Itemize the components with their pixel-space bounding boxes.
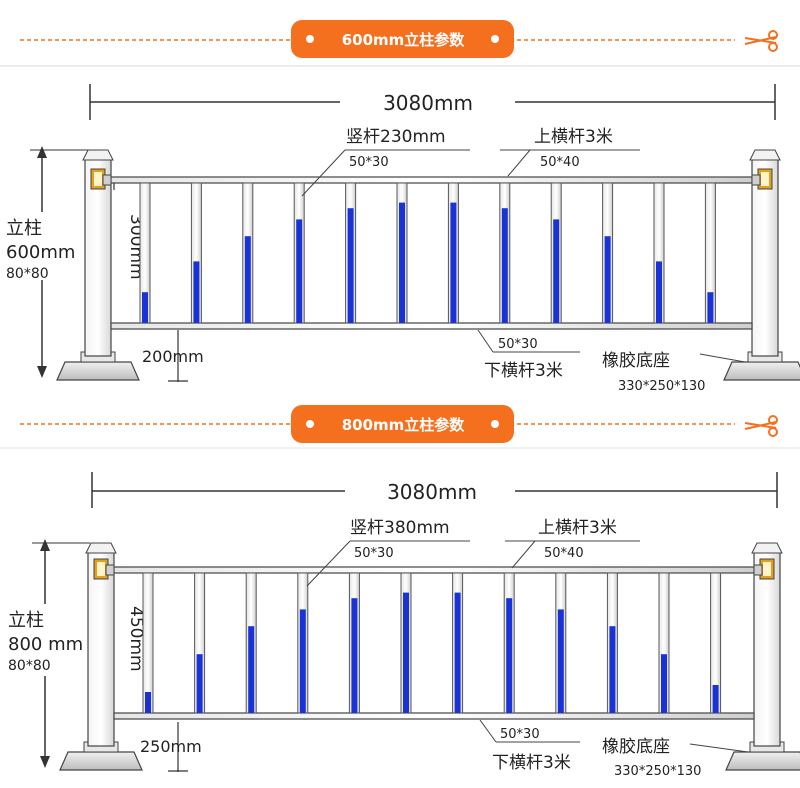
scissors-icon	[744, 30, 778, 52]
post-badge-shine	[761, 172, 769, 186]
rail-joint	[751, 174, 761, 186]
scissors-icon	[744, 415, 778, 437]
top-rail	[110, 176, 753, 184]
badge-label: 800mm立柱参数	[342, 416, 466, 434]
blue-stripe	[399, 202, 405, 323]
section-600: 600mm立柱参数 3080mm 立柱 600mm 80*80	[0, 20, 800, 394]
blue-stripe	[347, 208, 354, 323]
post-badge-shine	[97, 562, 105, 576]
post-cap	[749, 149, 781, 161]
rubber-base	[56, 361, 140, 381]
post-badge-shine	[94, 172, 102, 186]
post-label: 立柱	[6, 218, 42, 239]
blue-stripe	[351, 598, 358, 713]
post-size-label: 80*80	[8, 658, 51, 674]
blue-stripe	[712, 685, 719, 713]
section-badge: 600mm立柱参数	[291, 20, 514, 58]
post-label: 立柱	[8, 610, 44, 631]
blue-stripe	[450, 202, 457, 323]
post	[87, 550, 115, 747]
total-width-label: 3080mm	[387, 480, 477, 504]
bottom-rail-size: 50*30	[500, 727, 540, 742]
callout-lines	[301, 149, 746, 363]
vertical-bar-label: 竖杆230mm	[346, 127, 446, 147]
vertical-bar-size: 50*30	[349, 155, 389, 170]
post	[751, 157, 779, 357]
blue-stripe	[244, 236, 251, 323]
bottom-rail	[113, 712, 755, 720]
top-rail	[113, 566, 755, 574]
blue-stripe	[403, 592, 409, 713]
top-rail-label: 上横杆3米	[538, 518, 617, 538]
post-badge-shine	[763, 562, 771, 576]
ground-gap-label: 200mm	[142, 347, 204, 366]
rubber-base	[59, 751, 143, 771]
width-dimension	[89, 84, 776, 120]
base-label: 橡胶底座	[602, 737, 670, 757]
base-size-label: 330*250*130	[614, 764, 701, 779]
panel-height-label: 450mm	[126, 606, 146, 672]
vertical-bar-label: 竖杆380mm	[350, 518, 450, 538]
section-800: 800mm立柱参数 3080mm 立柱 800 mm 80*80 450mm	[0, 405, 800, 779]
top-rail-label: 上横杆3米	[534, 127, 613, 147]
blue-stripe	[557, 609, 564, 713]
blue-stripe	[248, 626, 255, 713]
blue-stripe	[553, 219, 560, 323]
top-rail-size: 50*40	[540, 155, 580, 170]
total-width-label: 3080mm	[383, 91, 473, 115]
bottom-rail-size: 50*30	[498, 337, 538, 352]
base-size-label: 330*250*130	[618, 379, 705, 394]
blue-stripe	[656, 261, 662, 323]
bottom-rail-label: 下横杆3米	[484, 361, 563, 381]
blue-stripe	[501, 208, 508, 323]
rail-joint	[753, 564, 763, 576]
rail-joint	[102, 174, 112, 186]
blue-stripe	[193, 261, 200, 323]
blue-stripe	[142, 292, 148, 323]
ground-gap-dimension	[168, 330, 188, 382]
top-rail-size: 50*40	[544, 546, 584, 561]
blue-stripe	[661, 654, 667, 713]
width-dimension	[91, 472, 778, 508]
blue-stripe	[299, 609, 306, 713]
blue-stripe	[454, 592, 461, 713]
bottom-rail-label: 下横杆3米	[492, 753, 571, 773]
rail-joint	[105, 564, 115, 576]
blue-stripe	[604, 236, 611, 323]
fence-600	[56, 149, 800, 381]
bottom-rail	[110, 322, 753, 330]
rubber-base	[725, 751, 800, 771]
badge-label: 600mm立柱参数	[342, 31, 466, 49]
vertical-bar-size: 50*30	[354, 546, 394, 561]
post-cap	[751, 542, 783, 554]
blue-stripe	[196, 654, 203, 713]
rubber-base	[723, 361, 800, 381]
blue-stripe	[707, 292, 714, 323]
fence-800	[59, 542, 800, 771]
post-height-label: 600mm	[6, 242, 75, 263]
blue-stripe	[145, 692, 151, 713]
post-height-label: 800 mm	[8, 634, 83, 655]
ground-gap-label: 250mm	[140, 737, 202, 756]
callout-lines	[306, 540, 749, 753]
blue-stripe	[506, 598, 513, 713]
ground-gap-dimension	[168, 722, 188, 772]
post-cap	[85, 542, 117, 554]
blue-stripe	[296, 219, 303, 323]
post	[753, 550, 781, 747]
section-badge: 800mm立柱参数	[291, 405, 514, 443]
base-label: 橡胶底座	[602, 351, 670, 371]
post-size-label: 80*80	[6, 266, 49, 282]
post-cap	[82, 149, 114, 161]
blue-stripe	[609, 626, 616, 713]
